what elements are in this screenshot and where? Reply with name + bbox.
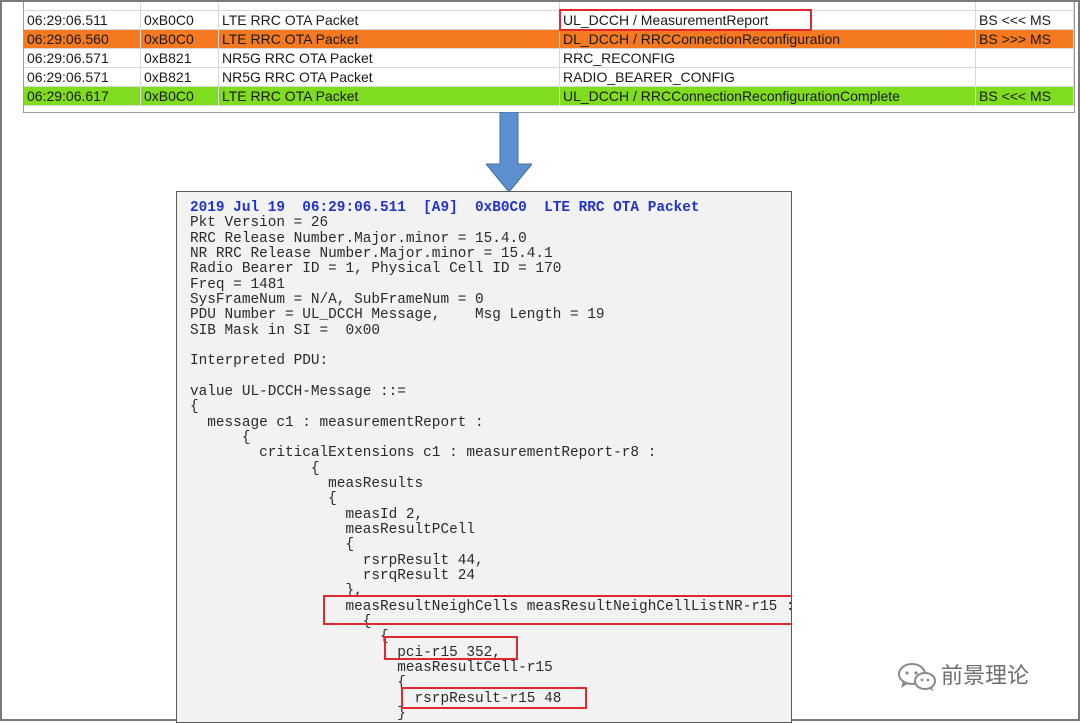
code-line: rsrpResult-r15 48 bbox=[190, 690, 562, 707]
direction-cell: BS <<< MS bbox=[976, 11, 1074, 30]
time-cell: 06:29:06.571 bbox=[24, 49, 141, 68]
code-line: }, bbox=[190, 583, 363, 599]
code-line: { bbox=[190, 430, 251, 446]
message-cell: RRC_RECONFIG bbox=[560, 49, 976, 68]
packet-type-cell: NR5G RRC OTA Packet bbox=[219, 49, 560, 68]
code-line: criticalExtensions c1 : measurementRepor… bbox=[190, 445, 657, 461]
code-line: value UL-DCCH-Message ::= bbox=[190, 384, 406, 400]
packet-type-cell: NR5G RRC OTA Packet bbox=[219, 68, 560, 87]
watermark: 前景理论 bbox=[897, 660, 1067, 696]
code-line: rsrpResult 44, bbox=[190, 552, 484, 569]
table-row[interactable]: 06:29:06.511 0xB0C0 LTE RRC OTA Packet U… bbox=[24, 11, 1074, 30]
log-code-cell: 0xB0C0 bbox=[141, 30, 219, 49]
down-arrow-icon bbox=[486, 112, 532, 192]
time-cell: 06:29:06.571 bbox=[24, 68, 141, 87]
packet-type-cell: LTE RRC OTA Packet bbox=[219, 30, 560, 49]
code-line: SIB Mask in SI = 0x00 bbox=[190, 322, 380, 339]
code-line: Radio Bearer ID = 1, Physical Cell ID = … bbox=[190, 261, 562, 277]
message-cell: UL_DCCH / RRCConnectionReconfigurationCo… bbox=[560, 87, 976, 106]
time-cell: 06:29:06.511 bbox=[24, 11, 141, 30]
code-line: measResultPCell bbox=[190, 522, 475, 538]
code-line: rsrqResult 24 bbox=[190, 568, 475, 584]
direction-cell: BS <<< MS bbox=[976, 87, 1074, 106]
code-line: } bbox=[190, 706, 406, 722]
direction-cell bbox=[976, 68, 1074, 87]
code-line: RRC Release Number.Major.minor = 15.4.0 bbox=[190, 230, 527, 247]
code-line: { bbox=[190, 460, 320, 477]
code-line: measId 2, bbox=[190, 506, 424, 523]
code-line: { bbox=[190, 675, 406, 691]
log-code-cell: 0xB0C0 bbox=[141, 87, 219, 106]
table-row-highlight-green[interactable]: 06:29:06.617 0xB0C0 LTE RRC OTA Packet U… bbox=[24, 87, 1074, 106]
message-cell: UL_DCCH / MeasurementReport bbox=[560, 11, 976, 30]
table-row-cut bbox=[24, 2, 1074, 11]
log-packet-table: 06:29:06.511 0xB0C0 LTE RRC OTA Packet U… bbox=[23, 2, 1075, 113]
code-line: NR RRC Release Number.Major.minor = 15.4… bbox=[190, 246, 553, 262]
code-line: { bbox=[190, 614, 372, 630]
code-line: Freq = 1481 bbox=[190, 276, 285, 293]
code-line: Pkt Version = 26 bbox=[190, 215, 329, 231]
message-cell: DL_DCCH / RRCConnectionReconfiguration bbox=[560, 30, 976, 49]
time-cell: 06:29:06.560 bbox=[24, 30, 141, 49]
direction-cell: BS >>> MS bbox=[976, 30, 1074, 49]
direction-cell bbox=[976, 49, 1074, 68]
packet-type-cell: LTE RRC OTA Packet bbox=[219, 11, 560, 30]
code-line: { bbox=[190, 629, 389, 645]
code-line: { bbox=[190, 537, 355, 553]
log-code-cell: 0xB0C0 bbox=[141, 11, 219, 30]
code-line: SysFrameNum = N/A, SubFrameNum = 0 bbox=[190, 292, 484, 308]
watermark-text: 前景理论 bbox=[941, 664, 1030, 689]
code-line: Interpreted PDU: bbox=[190, 353, 329, 369]
code-line: measResults bbox=[190, 476, 424, 492]
decoded-packet-panel: 2019 Jul 19 06:29:06.511 [A9] 0xB0C0 LTE… bbox=[176, 191, 792, 723]
code-line: PDU Number = UL_DCCH Message, Msg Length… bbox=[190, 307, 605, 323]
code-line: measResultNeighCells measResultNeighCell… bbox=[190, 598, 792, 615]
table-row-highlight-orange[interactable]: 06:29:06.560 0xB0C0 LTE RRC OTA Packet D… bbox=[24, 30, 1074, 49]
log-code-cell: 0xB821 bbox=[141, 49, 219, 68]
time-cell: 06:29:06.617 bbox=[24, 87, 141, 106]
packet-header-line: 2019 Jul 19 06:29:06.511 [A9] 0xB0C0 LTE… bbox=[190, 200, 700, 216]
code-line: measResultCell-r15 bbox=[190, 660, 553, 676]
code-line: { bbox=[190, 399, 199, 415]
wechat-icon bbox=[898, 663, 936, 691]
code-line: { bbox=[190, 491, 337, 507]
message-cell: RADIO_BEARER_CONFIG bbox=[560, 68, 976, 87]
code-line: pci-r15 352, bbox=[190, 644, 501, 661]
code-line: message c1 : measurementReport : bbox=[190, 414, 484, 431]
table-row[interactable]: 06:29:06.571 0xB821 NR5G RRC OTA Packet … bbox=[24, 49, 1074, 68]
table-row[interactable]: 06:29:06.571 0xB821 NR5G RRC OTA Packet … bbox=[24, 68, 1074, 87]
packet-type-cell: LTE RRC OTA Packet bbox=[219, 87, 560, 106]
log-code-cell: 0xB821 bbox=[141, 68, 219, 87]
